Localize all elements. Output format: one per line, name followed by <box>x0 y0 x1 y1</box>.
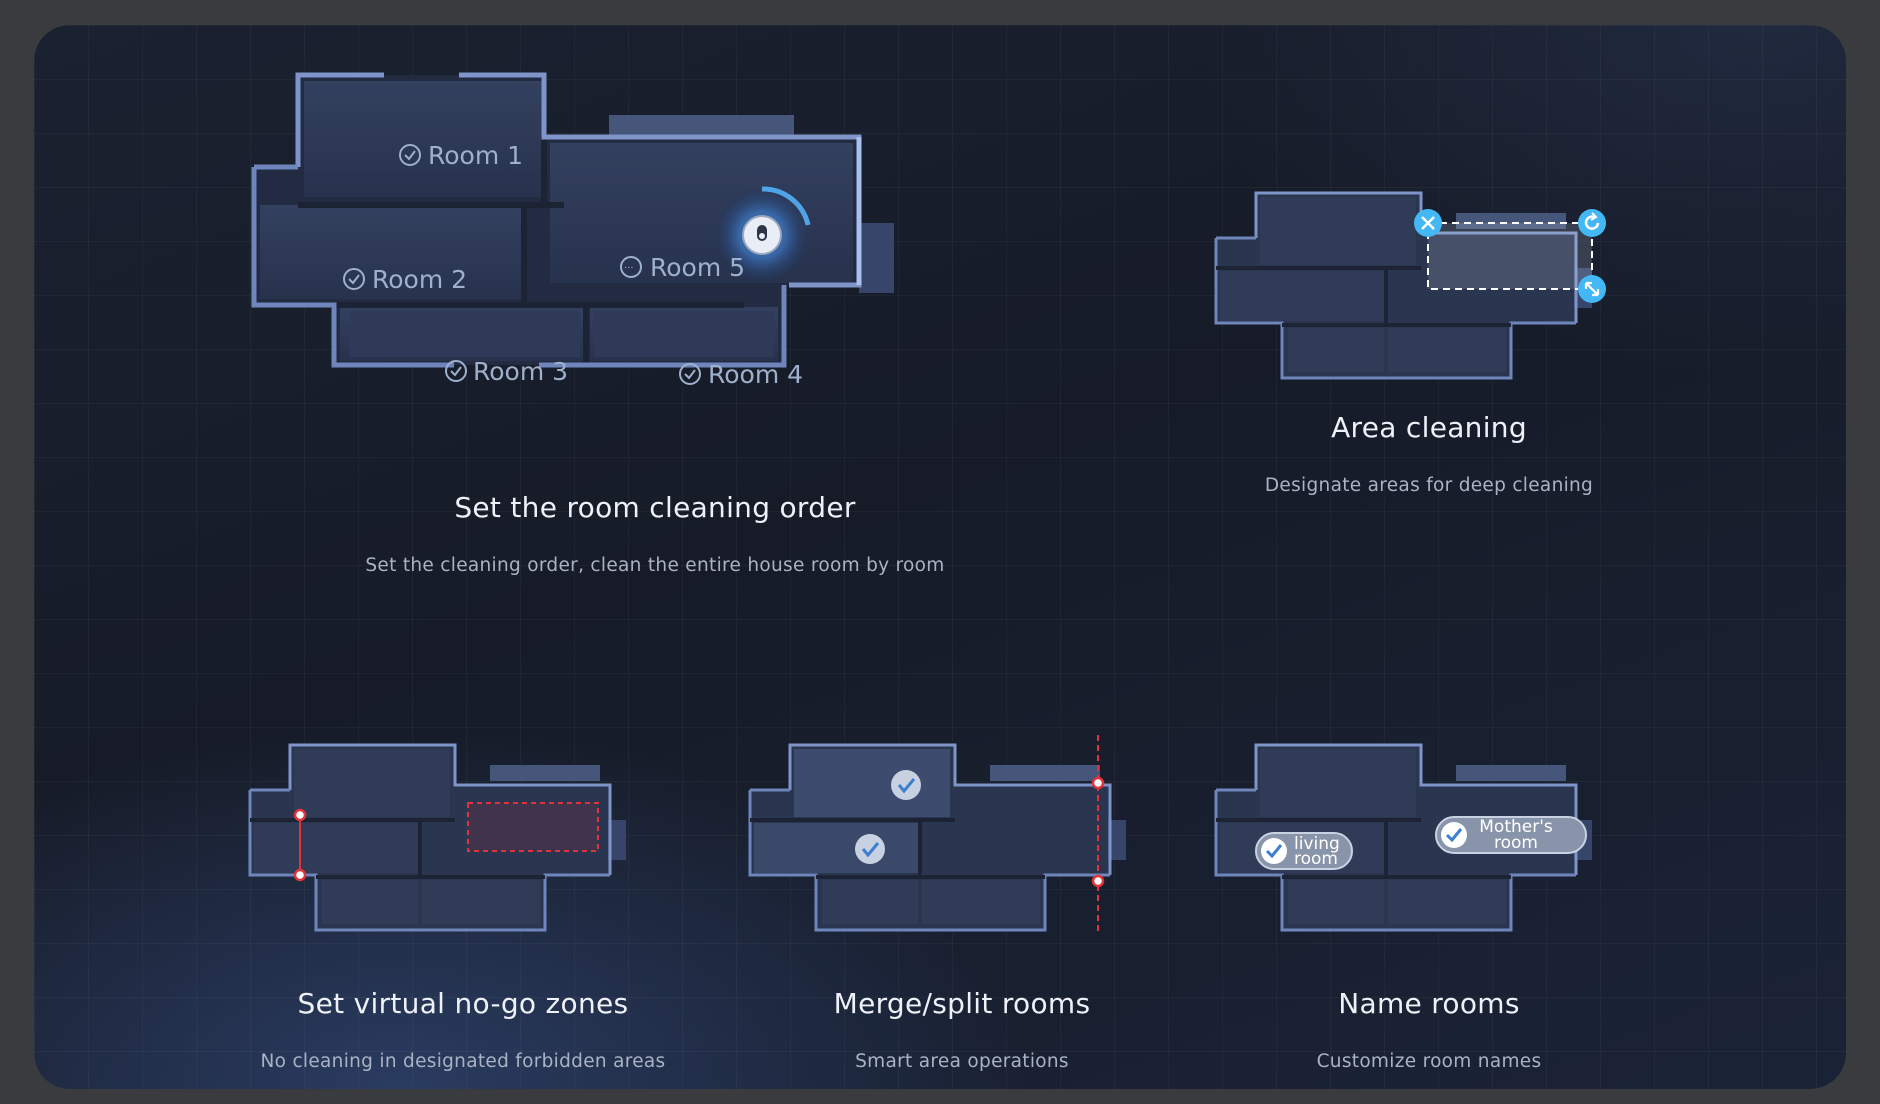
svg-text:room: room <box>1294 849 1338 869</box>
more-circle-icon <box>620 256 642 278</box>
merge-split-map <box>748 735 1126 935</box>
room-2-area[interactable] <box>260 205 522 299</box>
room-order-title: Set the room cleaning order <box>454 491 856 524</box>
name-rooms-subtitle: Customize room names <box>1316 1051 1542 1072</box>
room-5-label: ··· Room 5 <box>620 253 745 282</box>
merge-split-title: Merge/split rooms <box>833 987 1091 1020</box>
room-order-map: Room 1 Room 2 Room 3 Room 4 ··· Room 5 <box>251 72 894 389</box>
resize-icon[interactable] <box>1578 275 1606 303</box>
no-go-zone-box[interactable] <box>467 802 599 852</box>
svg-text:room: room <box>1494 833 1538 853</box>
check-icon <box>1445 828 1463 843</box>
svg-text:Room 1: Room 1 <box>428 141 523 170</box>
close-icon[interactable] <box>1414 209 1442 237</box>
svg-text:living: living <box>1294 834 1340 854</box>
rotate-icon[interactable] <box>1578 209 1606 237</box>
split-line[interactable] <box>1091 735 1105 935</box>
area-cleaning-title: Area cleaning <box>1331 411 1527 444</box>
area-cleaning-map <box>1214 191 1606 380</box>
room-4-label: Room 4 <box>679 360 803 389</box>
room-name-chip-mother[interactable]: Mother's room <box>1435 816 1587 854</box>
no-go-zones-title: Set virtual no-go zones <box>297 987 629 1020</box>
check-circle-icon <box>679 363 701 385</box>
no-go-zones-map <box>248 743 626 932</box>
svg-text:···: ··· <box>624 263 634 274</box>
svg-text:Room 2: Room 2 <box>372 265 467 294</box>
room-1-area[interactable] <box>304 81 544 197</box>
feature-panel: Room 1 Room 2 Room 3 Room 4 ··· Room 5 S… <box>34 25 1846 1089</box>
check-circle-icon <box>445 360 467 382</box>
check-circle-icon <box>343 268 365 290</box>
merge-split-subtitle: Smart area operations <box>855 1051 1069 1072</box>
room-name-chip-living[interactable]: living room <box>1255 832 1353 870</box>
svg-text:Room 5: Room 5 <box>650 253 745 282</box>
check-icon <box>1265 844 1283 859</box>
merge-check-icon[interactable] <box>891 770 921 800</box>
svg-text:Room 4: Room 4 <box>708 360 803 389</box>
virtual-wall[interactable] <box>293 808 307 882</box>
svg-text:Mother's: Mother's <box>1479 817 1553 837</box>
area-selection-box[interactable] <box>1427 222 1593 290</box>
svg-text:Room 3: Room 3 <box>473 357 568 386</box>
room-2-label: Room 2 <box>343 265 467 294</box>
name-rooms-title: Name rooms <box>1338 987 1520 1020</box>
room-order-subtitle: Set the cleaning order, clean the entire… <box>365 555 945 576</box>
room-3-label: Room 3 <box>445 357 568 386</box>
name-rooms-map: living room Mother's room <box>1214 743 1592 932</box>
room-1-label: Room 1 <box>399 141 523 170</box>
area-cleaning-subtitle: Designate areas for deep cleaning <box>1264 475 1594 496</box>
merge-check-icon[interactable] <box>855 834 885 864</box>
no-go-zones-subtitle: No cleaning in designated forbidden area… <box>260 1051 666 1072</box>
check-circle-icon <box>399 144 421 166</box>
